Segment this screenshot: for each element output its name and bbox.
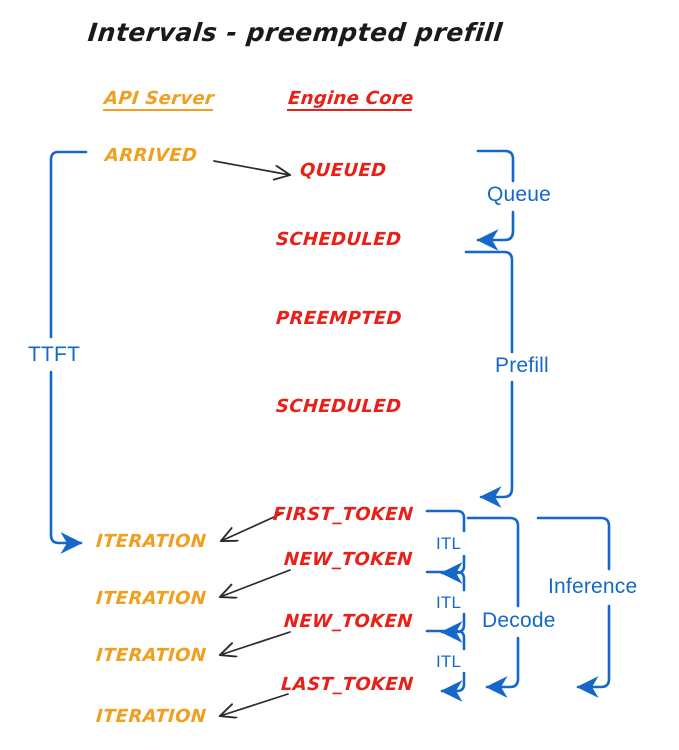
interval-label-prefill: Prefill <box>495 354 549 377</box>
interval-label-inference: Inference <box>548 575 638 598</box>
interval-label-decode: Decode <box>482 609 556 632</box>
event-iteration-2: ITERATION <box>95 588 208 609</box>
event-new-token-2: NEW_TOKEN <box>283 611 414 632</box>
ttft-bracket-top <box>49 150 88 339</box>
queue-bracket-bottom <box>478 210 515 240</box>
itl-1-bracket-top <box>425 509 466 533</box>
event-last-token: LAST_TOKEN <box>280 674 415 695</box>
decode-bracket-top <box>466 516 520 608</box>
event-new-token-1: NEW_TOKEN <box>283 549 414 570</box>
itl-2-bracket-top <box>425 570 466 592</box>
arrow-last-token-to-iteration-4 <box>220 693 289 716</box>
event-iteration-3: ITERATION <box>95 645 208 666</box>
event-scheduled-1: SCHEDULED <box>275 229 403 250</box>
event-iteration-4: ITERATION <box>95 706 208 727</box>
interval-label-queue: Queue <box>487 183 552 206</box>
interval-label-itl-3: ITL <box>436 652 462 671</box>
prefill-bracket-top <box>464 250 514 354</box>
interval-label-ttft: TTFT <box>28 343 81 366</box>
event-iteration-1: ITERATION <box>95 531 208 552</box>
inference-bracket-bottom <box>578 604 611 687</box>
arrow-new-token-to-iteration-3 <box>220 631 291 655</box>
event-preempted: PREEMPTED <box>275 308 403 329</box>
decode-bracket-bottom <box>487 636 520 687</box>
event-scheduled-2: SCHEDULED <box>275 396 403 417</box>
itl-2-bracket-bottom <box>442 612 466 632</box>
event-first-token: FIRST_TOKEN <box>272 504 415 525</box>
itl-1-bracket-bottom <box>442 554 466 573</box>
arrow-first-token-to-iteration <box>221 512 284 541</box>
arrow-new-token-to-iteration-2 <box>220 569 291 597</box>
event-arrived: ARRIVED <box>104 145 199 166</box>
interval-label-itl-1: ITL <box>436 534 462 553</box>
interval-label-itl-2: ITL <box>436 593 462 612</box>
arrow-arrived-to-queued <box>213 160 290 175</box>
prefill-bracket-bottom <box>481 380 514 497</box>
ttft-bracket-bottom <box>49 370 81 543</box>
itl-3-bracket-top <box>425 629 466 651</box>
itl-3-bracket-bottom <box>442 671 466 691</box>
column-header-engine-core: Engine Core <box>286 88 415 111</box>
page-title: Intervals - preempted prefill <box>86 18 505 47</box>
queue-bracket-top <box>476 149 515 183</box>
inference-bracket-top <box>536 516 611 571</box>
event-queued: QUEUED <box>299 160 388 181</box>
column-header-api-server: API Server <box>102 88 216 111</box>
